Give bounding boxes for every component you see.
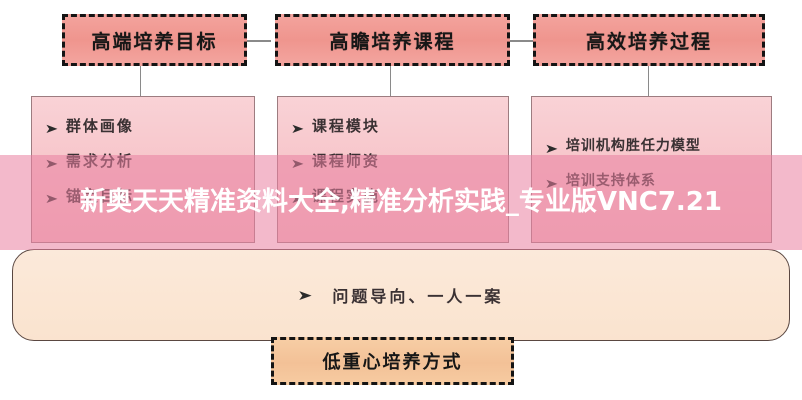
bottom-box-method[interactable]: 低重心培养方式: [271, 337, 514, 385]
header-box-process[interactable]: 高效培养过程: [533, 14, 765, 66]
arrow-bullet-icon: ➤: [290, 191, 305, 206]
list-item: ➤ 锚定目标: [32, 187, 254, 206]
connector-process-down: [648, 66, 649, 96]
arrow-bullet-icon: ➤: [44, 156, 59, 171]
wide-band-label: 问题导向、一人一案: [332, 287, 504, 306]
arrow-bullet-icon: ➤: [296, 286, 313, 303]
list-item-label: 培训支持体系: [565, 173, 656, 189]
arrow-bullet-icon: ➤: [44, 121, 59, 136]
arrow-bullet-icon: ➤: [290, 156, 305, 171]
list-item-label: 课程师资: [311, 152, 380, 170]
list-item: ➤ 培训机构胜任力模型: [532, 139, 771, 155]
arrow-bullet-icon: ➤: [544, 176, 559, 191]
arrow-bullet-icon: ➤: [544, 141, 559, 156]
list-item: ➤ 课程模块: [278, 117, 508, 136]
wide-band-item: ➤ 问题导向、一人一案: [296, 283, 504, 307]
bottom-box-label: 低重心培养方式: [322, 352, 463, 373]
list-item-label: 培训机构胜任力模型: [565, 138, 701, 154]
header-box-goal-label: 高端培养目标: [91, 30, 218, 53]
list-item: ➤ 课程实施: [278, 187, 508, 206]
list-item-label: 锚定目标: [65, 187, 134, 205]
arrow-bullet-icon: ➤: [44, 191, 59, 206]
list-item: ➤ 课程师资: [278, 152, 508, 171]
list-item: ➤ 需求分析: [32, 152, 254, 171]
sub-panel-course: ➤ 课程模块 ➤ 课程师资 ➤ 课程实施: [277, 96, 509, 243]
list-item: ➤ 培训支持体系: [532, 174, 771, 190]
list-item-label: 需求分析: [65, 152, 134, 170]
header-box-goal[interactable]: 高端培养目标: [62, 14, 247, 66]
list-item-label: 群体画像: [65, 117, 134, 135]
arrow-bullet-icon: ➤: [290, 121, 305, 136]
header-box-course[interactable]: 高瞻培养课程: [275, 14, 510, 66]
sub-panel-process: ➤ 培训机构胜任力模型 ➤ 培训支持体系: [531, 96, 772, 243]
list-item: ➤ 群体画像: [32, 117, 254, 136]
connector-course-to-process: [510, 40, 534, 42]
sub-panel-goal: ➤ 群体画像 ➤ 需求分析 ➤ 锚定目标: [31, 96, 255, 243]
header-box-process-label: 高效培养过程: [585, 30, 712, 53]
header-box-course-label: 高瞻培养课程: [329, 30, 456, 53]
list-item-label: 课程实施: [311, 187, 380, 205]
connector-goal-down: [140, 66, 141, 96]
list-item-label: 课程模块: [311, 117, 380, 135]
wide-band-approach: ➤ 问题导向、一人一案: [12, 249, 790, 341]
connector-course-down: [390, 66, 391, 96]
connector-goal-to-course: [247, 40, 271, 42]
